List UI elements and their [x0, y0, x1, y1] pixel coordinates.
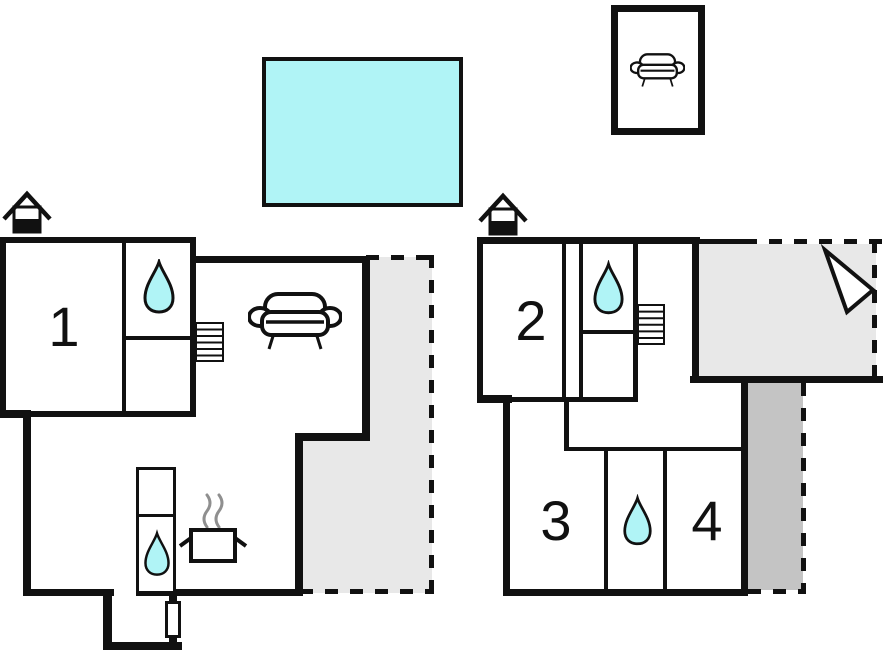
terrace-dashed-border: [748, 589, 806, 594]
wall: [690, 376, 883, 383]
entrance-door: [165, 601, 181, 638]
wall: [0, 411, 196, 417]
wall: [190, 256, 370, 263]
north-arrow-icon: [820, 243, 877, 316]
annex-building: [611, 5, 705, 135]
water-drop-icon: [593, 260, 624, 315]
terrace-dark: [748, 383, 803, 590]
wall: [169, 632, 177, 646]
wall: [503, 395, 510, 596]
terrace-ground-floor: [303, 438, 369, 593]
wall: [580, 330, 636, 334]
wall: [697, 239, 744, 244]
wall: [579, 240, 583, 401]
stairs-icon: [195, 322, 224, 362]
room-number: 4: [691, 489, 723, 552]
room-number: 3: [540, 489, 572, 552]
wall: [663, 447, 667, 593]
wall: [125, 336, 192, 340]
wall: [103, 642, 182, 650]
well-icon: [478, 192, 528, 236]
wall: [169, 591, 177, 605]
wall: [362, 256, 370, 441]
wall: [604, 447, 608, 593]
sofa-icon: [248, 292, 342, 350]
terrace-dashed-border: [300, 589, 434, 594]
wall: [295, 433, 303, 596]
steam-icon: [214, 493, 224, 529]
wall: [692, 237, 699, 382]
room-number: 2: [515, 289, 547, 352]
terrace-ground-floor: [368, 257, 432, 593]
wall: [103, 589, 112, 650]
wall: [136, 589, 303, 596]
pool: [262, 57, 463, 207]
wall: [23, 411, 31, 596]
wall: [741, 380, 748, 596]
wall: [503, 589, 748, 596]
terrace-dashed-border: [872, 240, 877, 378]
wall: [190, 237, 196, 417]
water-drop-icon: [143, 259, 175, 314]
terrace-dashed-border: [801, 383, 806, 594]
well-icon: [2, 190, 52, 234]
terrace-dashed-border: [366, 255, 435, 260]
wall: [508, 397, 638, 402]
wall: [0, 237, 196, 243]
water-drop-icon: [144, 529, 170, 576]
wall: [562, 240, 566, 401]
wall: [633, 240, 638, 401]
wall: [564, 447, 742, 451]
room-number: 1: [48, 295, 80, 358]
wall: [477, 237, 700, 244]
stove-pot-icon: [178, 493, 248, 563]
sofa-icon: [630, 53, 685, 87]
terrace-dashed-border: [429, 255, 434, 595]
terrace-dashed-border: [744, 239, 883, 244]
wall: [477, 395, 512, 403]
wall: [0, 237, 6, 417]
wall: [122, 240, 126, 415]
water-drop-icon: [623, 494, 652, 546]
wall: [137, 514, 175, 517]
wall: [295, 433, 370, 441]
steam-icon: [202, 493, 212, 529]
wall: [477, 237, 483, 403]
stairs-icon: [637, 304, 665, 345]
wall: [564, 397, 569, 451]
wall: [0, 410, 31, 418]
wall: [23, 589, 114, 596]
